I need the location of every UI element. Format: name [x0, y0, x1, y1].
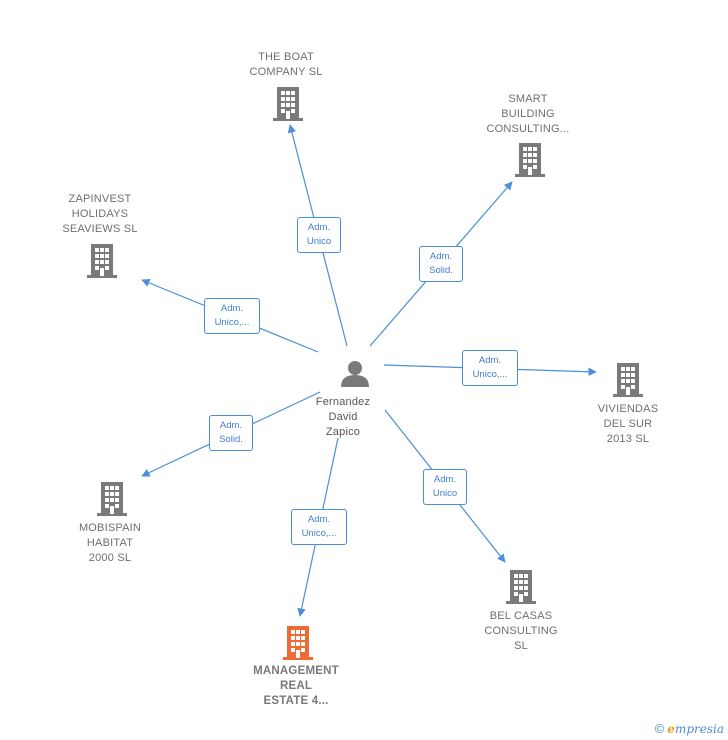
relation-label-line: Unico,...: [214, 317, 250, 328]
building-icon[interactable]: [283, 626, 313, 660]
building-icon[interactable]: [87, 244, 117, 278]
relation-label-line: Adm.: [433, 474, 457, 485]
company-label-line: MANAGEMENT: [253, 665, 339, 677]
relation-label-line: Solid.: [219, 434, 243, 445]
company-label-viviendas[interactable]: VIVIENDAS DEL SUR 2013 SL: [573, 402, 683, 447]
relation-label-management[interactable]: Adm. Unico,...: [291, 509, 347, 545]
relation-label-line: Adm.: [220, 303, 244, 314]
company-label-line: COMPANY SL: [249, 66, 323, 78]
company-label-boat[interactable]: THE BOAT COMPANY SL: [231, 50, 341, 80]
relation-label-line: Unico: [432, 488, 458, 499]
company-label-line: SEAVIEWS SL: [62, 223, 138, 235]
company-label-line: VIVIENDAS: [597, 403, 659, 415]
relation-label-line: Adm.: [478, 355, 502, 366]
relation-label-boat[interactable]: Adm. Unico: [297, 217, 341, 253]
company-label-line: BEL CASAS: [489, 610, 553, 622]
brand-initial: e: [667, 722, 675, 736]
relation-label-line: Adm.: [429, 251, 453, 262]
company-label-line: MOBISPAIN: [78, 522, 142, 534]
relation-label-smart[interactable]: Adm. Solid.: [419, 246, 463, 282]
company-label-mobispain[interactable]: MOBISPAIN HABITAT 2000 SL: [55, 521, 165, 566]
company-label-smart[interactable]: SMART BUILDING CONSULTING...: [473, 92, 583, 137]
relation-label-viviendas[interactable]: Adm. Unico,...: [462, 350, 518, 386]
person-name-line: Zapico: [325, 426, 361, 438]
relation-label-line: Adm.: [219, 420, 243, 431]
company-label-line: SMART: [508, 93, 548, 105]
relation-label-zapinvest[interactable]: Adm. Unico,...: [204, 298, 260, 334]
company-label-line: BUILDING: [501, 108, 555, 120]
nodes-layer: [87, 87, 643, 660]
company-label-line: SL: [514, 640, 528, 652]
relation-label-line: Unico: [306, 236, 332, 247]
copyright-symbol: ©: [654, 721, 665, 736]
edges-layer: [141, 124, 597, 617]
relation-label-line: Unico,...: [301, 528, 337, 539]
person-name-line: David: [328, 411, 358, 423]
building-icon[interactable]: [273, 87, 303, 121]
company-label-line: HABITAT: [86, 537, 134, 549]
relation-label-line: Adm.: [307, 514, 331, 525]
relation-label-mobispain[interactable]: Adm. Solid.: [209, 415, 253, 451]
relation-label-belcasas[interactable]: Adm. Unico: [423, 469, 467, 505]
company-label-line: 2013 SL: [606, 433, 650, 445]
building-icon[interactable]: [97, 482, 127, 516]
company-label-zapinvest[interactable]: ZAPINVEST HOLIDAYS SEAVIEWS SL: [45, 192, 155, 237]
company-label-belcasas[interactable]: BEL CASAS CONSULTING SL: [466, 609, 576, 654]
company-label-line: THE BOAT: [258, 51, 314, 63]
company-label-line: CONSULTING...: [486, 123, 570, 135]
company-label-line: ZAPINVEST: [68, 193, 132, 205]
company-label-line: 2000 SL: [88, 552, 132, 564]
brand-name: mpresia: [674, 722, 724, 736]
company-label-management[interactable]: MANAGEMENT REAL ESTATE 4...: [236, 664, 356, 709]
company-label-line: REAL: [279, 680, 313, 692]
company-label-line: ESTATE 4...: [263, 695, 329, 707]
relation-label-line: Solid.: [429, 265, 453, 276]
footer-brand[interactable]: ©empresia: [655, 721, 724, 736]
company-label-line: DEL SUR: [603, 418, 653, 430]
relation-label-line: Unico,...: [472, 369, 508, 380]
relation-label-line: Adm.: [307, 222, 331, 233]
company-label-line: CONSULTING: [484, 625, 558, 637]
building-icon[interactable]: [506, 570, 536, 604]
building-icon[interactable]: [515, 143, 545, 177]
person-name-line: Fernandez: [315, 396, 371, 408]
building-icon[interactable]: [613, 363, 643, 397]
person-icon[interactable]: [341, 361, 369, 387]
company-label-line: HOLIDAYS: [71, 208, 129, 220]
